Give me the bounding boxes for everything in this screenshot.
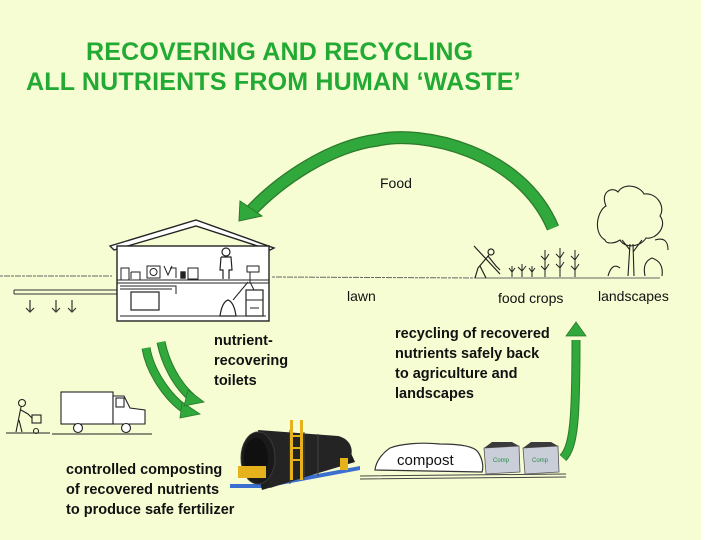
- food-curved-arrow-icon: [238, 131, 559, 231]
- hand-truck-worker-icon: [6, 398, 50, 435]
- landscapes-label: landscapes: [598, 288, 669, 304]
- farmer-icon: [473, 245, 501, 279]
- caption-line: nutrients safely back: [395, 346, 540, 362]
- caption-line: recovering: [214, 353, 289, 369]
- seepage-arrows-icon: [25, 300, 77, 313]
- caption-line: of recovered nutrients: [66, 482, 220, 498]
- caption-line: controlled composting: [66, 462, 223, 478]
- tree-icon: [596, 185, 669, 277]
- compost-label: compost: [397, 452, 454, 469]
- crop-plant-icon: [508, 266, 516, 277]
- composting-drum-icon: [230, 420, 360, 490]
- sewer-pipe: [13, 289, 125, 313]
- toilets-caption: nutrient- recovering toilets: [214, 331, 288, 391]
- diagram-illustration: Comp Comp: [0, 131, 669, 490]
- delivery-truck-icon: [52, 391, 152, 435]
- caption-line: toilets: [214, 373, 257, 389]
- svg-text:Comp: Comp: [532, 458, 549, 464]
- caption-line: nutrient-: [214, 333, 273, 349]
- title-line-2: ALL NUTRIENTS FROM HUMAN ‘WASTE’: [26, 68, 521, 96]
- caption-line: to produce safe fertilizer: [66, 502, 235, 518]
- food-label: Food: [380, 175, 412, 191]
- food-crops-label: food crops: [498, 290, 564, 306]
- caption-line: recycling of recovered: [395, 326, 550, 342]
- composting-caption: controlled composting of recovered nutri…: [66, 460, 234, 520]
- person-icon: [219, 247, 233, 279]
- crop-plant-icon: [528, 266, 536, 277]
- crop-plant-icon: [540, 250, 550, 277]
- nutrient-recovering-toilet-icon: [219, 265, 264, 317]
- caption-line: to agriculture and: [395, 366, 518, 382]
- diagram-canvas: RECOVERING AND RECYCLING ALL NUTRIENTS F…: [0, 0, 701, 540]
- ground-line: [0, 275, 660, 279]
- crop-plant-icon: [517, 264, 527, 277]
- compost-pile-icon: [359, 442, 567, 480]
- crop-plants: [508, 248, 580, 277]
- crop-plant-icon: [570, 250, 580, 277]
- recycle-up-arrow-icon: [559, 321, 587, 462]
- compost-bag-icon: Comp: [483, 442, 521, 475]
- svg-text:Comp: Comp: [493, 458, 510, 464]
- crop-plant-icon: [555, 248, 565, 277]
- title-line-1: RECOVERING AND RECYCLING: [86, 38, 474, 66]
- house-cutaway-icon: [108, 219, 276, 322]
- recycling-caption: recycling of recovered nutrients safely …: [395, 324, 550, 404]
- caption-line: landscapes: [395, 386, 474, 402]
- transfer-arrows-icon: [141, 341, 205, 419]
- lawn-label: lawn: [347, 288, 376, 304]
- compost-bag-icon: Comp: [522, 442, 560, 475]
